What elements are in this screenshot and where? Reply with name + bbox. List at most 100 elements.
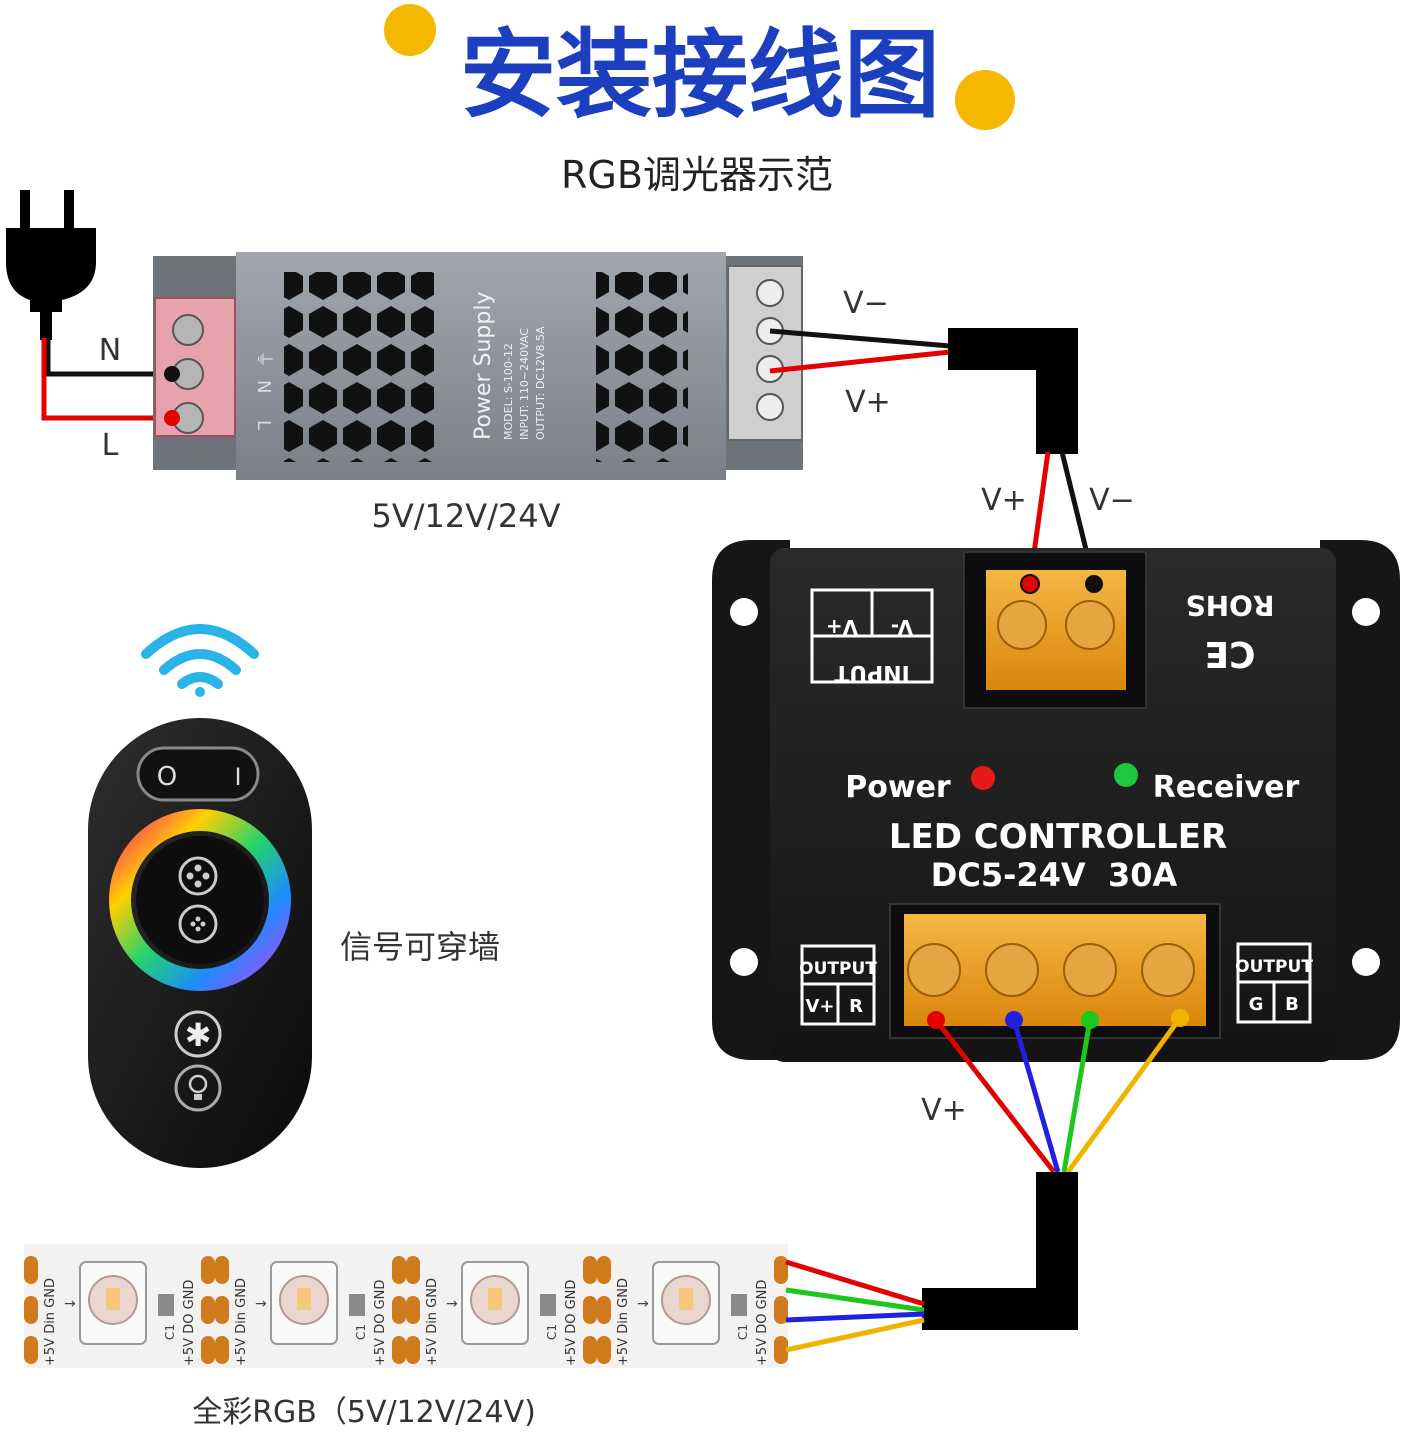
ctrl-output-left-r: R bbox=[849, 996, 863, 1017]
wire-dc-neg bbox=[769, 328, 951, 349]
strip-chip-label: C1 bbox=[736, 1324, 750, 1340]
strip-pad bbox=[24, 1256, 38, 1284]
strip-pad-label-out: +5V DO GND bbox=[755, 1280, 770, 1366]
wire-strip-red bbox=[785, 1259, 925, 1307]
wifi-signal-icon bbox=[141, 624, 259, 697]
strip-chip-label: C1 bbox=[354, 1324, 368, 1340]
ctrl-output-box-right: OUTPUT G B bbox=[1235, 942, 1313, 1024]
ps-out-screw-1 bbox=[756, 279, 784, 307]
strip-direction-arrow-icon: → bbox=[64, 1296, 76, 1312]
strip-pad bbox=[597, 1336, 611, 1364]
ctrl-name: LED CONTROLLER bbox=[889, 817, 1227, 857]
strip-capacitor bbox=[540, 1294, 556, 1316]
strip-pad bbox=[392, 1296, 406, 1324]
ps-input: INPUT: 110~240VAC bbox=[518, 328, 531, 440]
strip-capacitor bbox=[349, 1294, 365, 1316]
strip-pad bbox=[392, 1256, 406, 1284]
ctrl-in-label-vminus: V− bbox=[1089, 483, 1135, 518]
ctrl-input-pos-dot bbox=[1020, 574, 1040, 594]
ps-vent-left bbox=[284, 272, 434, 462]
wire-out-g bbox=[1061, 1019, 1093, 1173]
remote-white-button[interactable]: ✱ bbox=[174, 1010, 222, 1058]
ctrl-output-right-b: B bbox=[1285, 994, 1299, 1015]
ctrl-ear-right bbox=[1320, 540, 1400, 1060]
ps-output: OUTPUT: DC12V8.5A bbox=[534, 326, 547, 440]
strip-capacitor bbox=[158, 1294, 174, 1316]
strip-pad bbox=[215, 1296, 229, 1324]
strip-pad bbox=[774, 1296, 788, 1324]
ctrl-ce-mark: CE bbox=[1204, 633, 1255, 674]
strip-pad bbox=[201, 1296, 215, 1324]
strip-pad-label-out: +5V DO GND bbox=[373, 1280, 388, 1366]
strip-pad bbox=[406, 1336, 420, 1364]
strip-pad bbox=[774, 1336, 788, 1364]
ps-out-label-vminus: V− bbox=[843, 286, 889, 321]
ctrl-input-box-title: INPUT bbox=[834, 660, 910, 685]
ctrl-power-label: Power bbox=[845, 770, 951, 805]
strip-pad-label-in: +5V Din GND bbox=[616, 1278, 631, 1366]
strip-segment: +5V Din GND +5V DO GND C1 → bbox=[597, 1256, 788, 1366]
ctrl-output-left-vplus: V+ bbox=[805, 996, 834, 1017]
svg-text:✱: ✱ bbox=[185, 1016, 212, 1054]
strip-pad-label-out: +5V DO GND bbox=[564, 1280, 579, 1366]
remote-brightness-button[interactable] bbox=[174, 1064, 222, 1112]
strip-pad-label-in: +5V Din GND bbox=[43, 1278, 58, 1366]
svg-text:N: N bbox=[253, 380, 274, 393]
strip-pad bbox=[215, 1256, 229, 1284]
ps-name: Power Supply bbox=[471, 292, 496, 440]
wire-strip-green bbox=[785, 1287, 925, 1313]
led-controller: INPUT V+ V- ROHS CE Power Receiver LED C… bbox=[712, 540, 1400, 1062]
strip-pad bbox=[406, 1256, 420, 1284]
strip-direction-arrow-icon: → bbox=[446, 1296, 458, 1312]
ctrl-rohs-mark: ROHS bbox=[1186, 589, 1275, 622]
ctrl-input-neg-dot bbox=[1085, 575, 1103, 593]
ps-model: MODEL: S-100-12 bbox=[502, 343, 515, 440]
ctrl-in-label-vplus: V+ bbox=[981, 483, 1027, 518]
strip-pad bbox=[583, 1336, 597, 1364]
strip-pad bbox=[583, 1296, 597, 1324]
strip-pad bbox=[392, 1336, 406, 1364]
ctrl-output-right-g: G bbox=[1249, 994, 1264, 1015]
strip-capacitor bbox=[731, 1294, 747, 1316]
wire-out-b bbox=[1065, 1016, 1183, 1174]
svg-text:⏚: ⏚ bbox=[253, 350, 274, 368]
title-dot-left bbox=[384, 4, 436, 56]
ctrl-rating: DC5-24V 30A bbox=[931, 856, 1178, 894]
ctrl-receiver-led bbox=[1114, 763, 1138, 787]
wire-ac-live bbox=[41, 338, 172, 421]
ctrl-output-right-title: OUTPUT bbox=[1235, 957, 1313, 977]
strip-direction-arrow-icon: → bbox=[637, 1296, 649, 1312]
ctrl-input-box-vminus: V- bbox=[891, 615, 913, 639]
ac-label-l: L bbox=[102, 428, 119, 463]
wire-strip-yellow bbox=[785, 1317, 925, 1353]
wire-dc-pos bbox=[769, 349, 951, 374]
ac-label-n: N bbox=[99, 333, 121, 368]
ps-out-screw-4 bbox=[756, 393, 784, 421]
remote-power-switch[interactable] bbox=[136, 746, 260, 802]
strip-pad bbox=[24, 1296, 38, 1324]
ps-screw-1 bbox=[172, 314, 204, 346]
remote-color-wheel[interactable] bbox=[109, 809, 291, 991]
connector-elbow-top-v bbox=[1036, 328, 1078, 454]
title-dot-right bbox=[955, 70, 1015, 130]
remote-mode-button[interactable] bbox=[178, 856, 218, 896]
plug-pin-left bbox=[20, 190, 30, 232]
power-supply: ⏚ N L Power Supply MODEL: S-100-12 INPUT… bbox=[153, 252, 803, 535]
strip-pad-label-out: +5V DO GND bbox=[182, 1280, 197, 1366]
strip-pad bbox=[597, 1256, 611, 1284]
wire-out-r bbox=[1011, 1019, 1061, 1173]
ps-out-label-vplus: V+ bbox=[845, 385, 891, 420]
header: 安装接线图 RGB调光器示范 bbox=[384, 4, 1015, 197]
ctrl-output-left-title: OUTPUT bbox=[799, 959, 877, 979]
ps-voltage-caption: 5V/12V/24V bbox=[371, 497, 560, 535]
ctrl-power-led bbox=[971, 766, 995, 790]
remote-switch-on-label: I bbox=[234, 763, 241, 791]
strip-pad bbox=[774, 1256, 788, 1284]
strip-pad-label-in: +5V Din GND bbox=[234, 1278, 249, 1366]
remote-speed-button[interactable] bbox=[178, 904, 218, 944]
strip-chip-label: C1 bbox=[545, 1324, 559, 1340]
